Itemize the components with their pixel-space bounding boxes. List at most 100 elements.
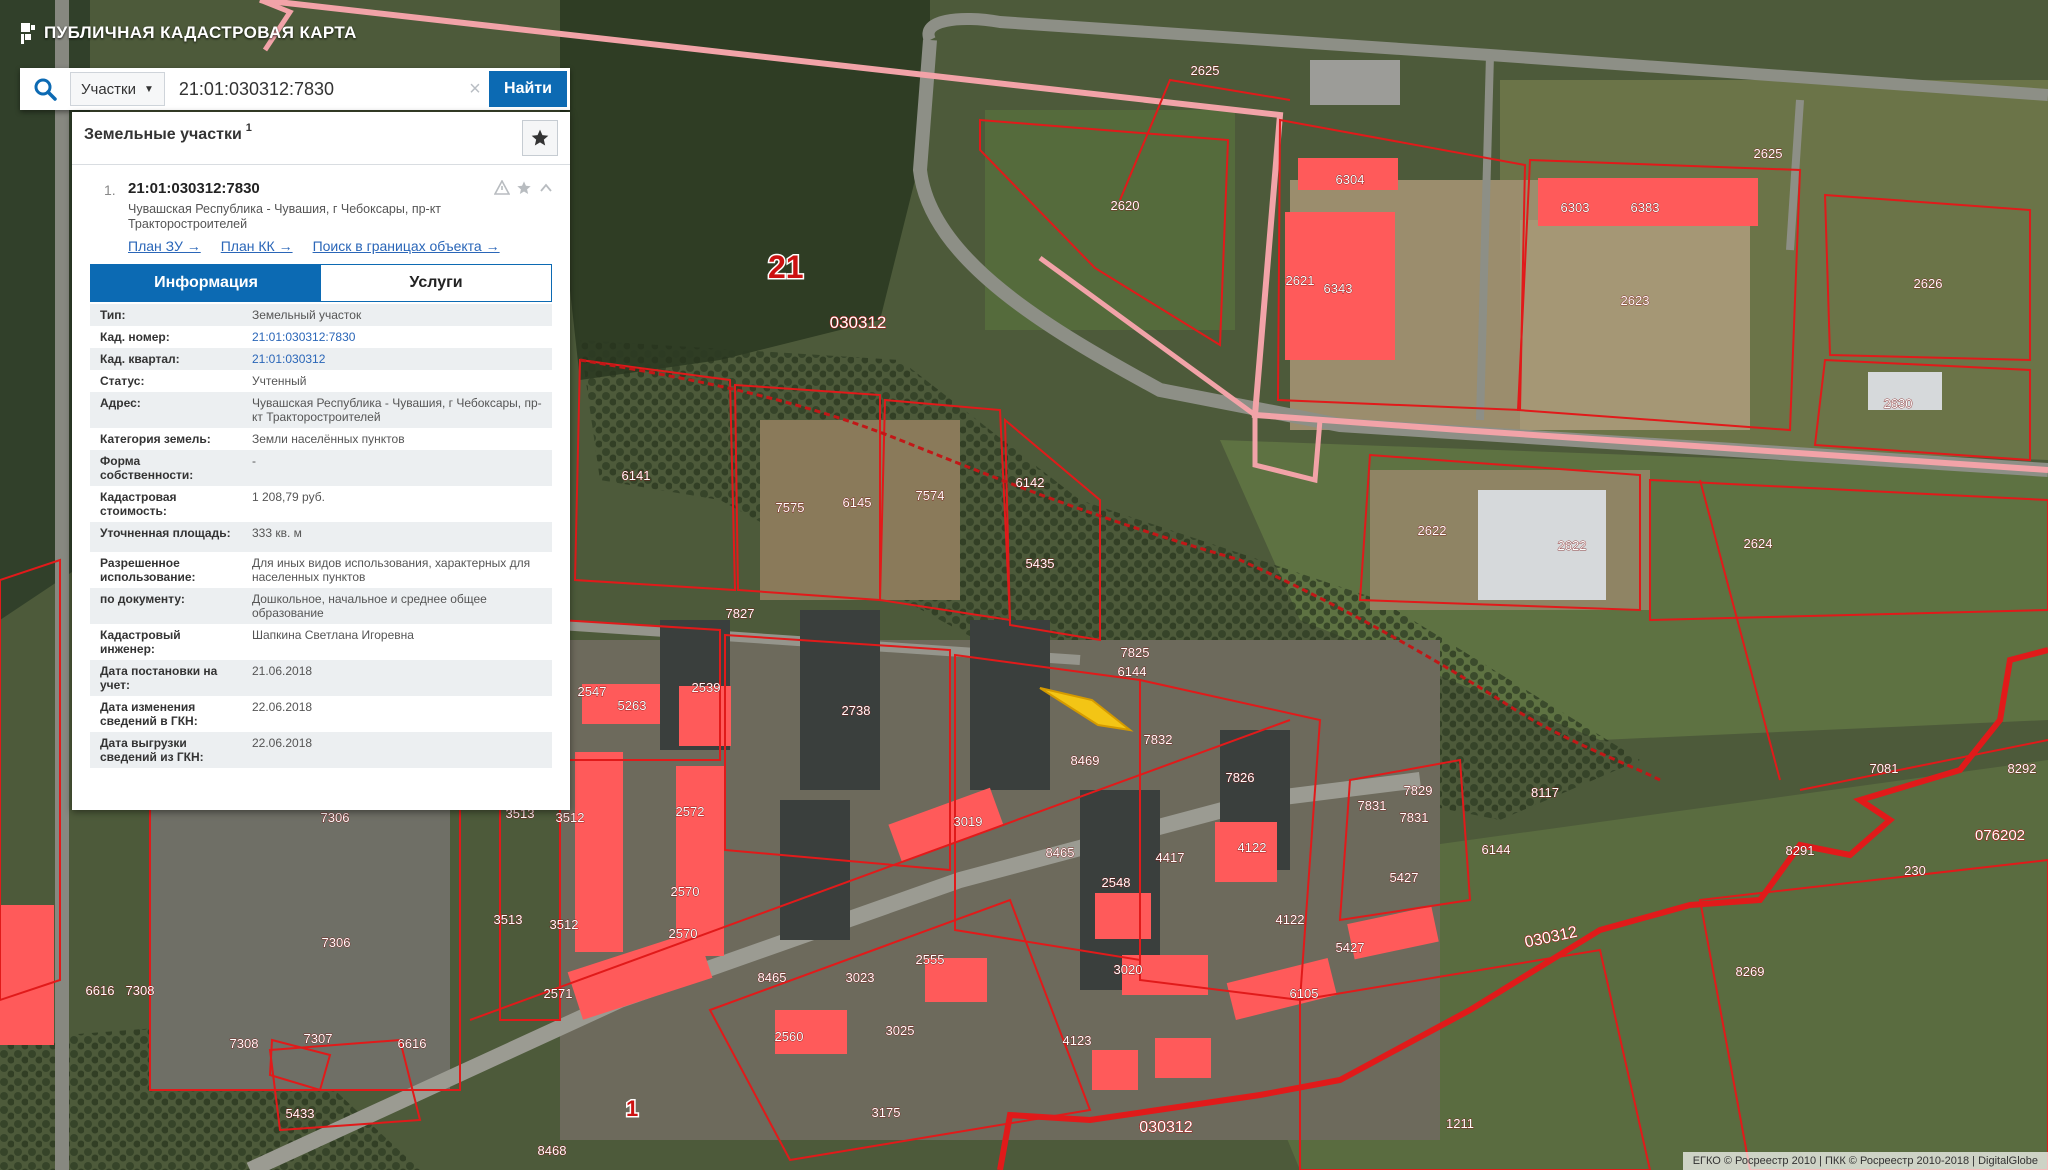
parcel-label[interactable]: 7825: [1120, 645, 1150, 661]
parcel-label[interactable]: 6616: [397, 1036, 427, 1052]
parcel-label[interactable]: 2625: [1753, 146, 1783, 162]
parcel-label[interactable]: 3019: [953, 814, 983, 830]
parcel-label[interactable]: 5435: [1025, 556, 1055, 572]
info-value: 22.06.2018: [242, 732, 552, 768]
parcel-label[interactable]: 2571: [543, 986, 573, 1002]
favorites-button[interactable]: [522, 120, 558, 156]
chevron-up-icon[interactable]: [538, 180, 554, 196]
parcel-label[interactable]: 3512: [549, 917, 579, 933]
parcel-label[interactable]: 7832: [1143, 732, 1173, 748]
parcel-label[interactable]: 6303: [1560, 200, 1590, 216]
parcel-label[interactable]: 5427: [1335, 940, 1365, 956]
parcel-label[interactable]: 7308: [125, 983, 155, 999]
ravine-boundary: [997, 647, 2048, 1170]
parcel-label[interactable]: 6141: [621, 468, 651, 484]
parcel-label[interactable]: 8469: [1070, 753, 1100, 769]
parcel-label[interactable]: 6343: [1323, 281, 1353, 297]
parcel-label[interactable]: 8468: [537, 1143, 567, 1159]
parcel-label[interactable]: 7306: [321, 935, 351, 951]
parcel-label[interactable]: 2539: [691, 680, 721, 696]
parcel-label[interactable]: 8465: [1045, 845, 1075, 861]
parcel-label[interactable]: 4122: [1237, 840, 1267, 856]
find-button[interactable]: Найти: [489, 71, 567, 107]
info-row-status: Статус: Учтенный: [90, 370, 552, 392]
parcel-label[interactable]: 6144: [1481, 842, 1511, 858]
parcel-label[interactable]: 6105: [1289, 986, 1319, 1002]
warning-icon[interactable]: [494, 180, 510, 196]
tab-services[interactable]: Услуги: [321, 265, 551, 301]
parcel-label[interactable]: 1211: [1446, 1116, 1475, 1132]
parcel-label[interactable]: 2630: [1883, 396, 1913, 412]
tab-information[interactable]: Информация: [91, 265, 321, 301]
parcel-label[interactable]: 7829: [1403, 783, 1433, 799]
parcel-label[interactable]: 6304: [1335, 172, 1365, 188]
link-plan-zu[interactable]: План ЗУ →: [128, 238, 201, 254]
parcel-label[interactable]: 8291: [1785, 843, 1815, 859]
parcel-label[interactable]: 2622: [1417, 523, 1447, 539]
parcel-label[interactable]: 2621: [1285, 273, 1315, 289]
parcel-label[interactable]: 2572: [675, 804, 705, 820]
forest-north: [560, 0, 930, 380]
link-search-within[interactable]: Поиск в границах объекта →: [312, 238, 500, 254]
search-type-select[interactable]: Участки ▼: [70, 72, 165, 106]
parcel-label[interactable]: 2626: [1913, 276, 1943, 292]
parcel-label[interactable]: 7831: [1399, 810, 1429, 826]
parcel-label[interactable]: 6383: [1630, 200, 1660, 216]
parcel-label[interactable]: 2555: [915, 952, 945, 968]
parcel-label[interactable]: 2738: [841, 703, 871, 719]
parcel-label[interactable]: 4123: [1062, 1033, 1092, 1049]
parcel-label[interactable]: 4122: [1275, 912, 1305, 928]
parcel-label[interactable]: 2570: [668, 926, 698, 942]
district-label: 21: [768, 249, 804, 285]
search-bar: Участки ▼ × Найти: [20, 68, 570, 110]
parcel-label[interactable]: 4417: [1155, 850, 1185, 866]
parcel-label[interactable]: 2547: [577, 684, 607, 700]
parcel-label[interactable]: 8269: [1735, 964, 1765, 980]
parcel-label[interactable]: 5263: [617, 698, 647, 714]
parcel-label[interactable]: 7574: [915, 488, 945, 504]
parcel-label[interactable]: 3020: [1113, 962, 1143, 978]
parcel-label[interactable]: 6616: [85, 983, 115, 999]
parcel-label[interactable]: 7826: [1225, 770, 1255, 786]
parcel-label[interactable]: 3025: [885, 1023, 915, 1039]
parcel-label[interactable]: 3513: [493, 912, 523, 928]
parcel-label[interactable]: 3512: [555, 810, 585, 826]
warehouse-white: [1478, 490, 1606, 600]
search-input[interactable]: [170, 72, 461, 106]
star-outline-icon[interactable]: [516, 180, 532, 196]
link-plan-kk[interactable]: План КК →: [220, 238, 293, 254]
parcel-label[interactable]: 2620: [1110, 198, 1140, 214]
parcel-label[interactable]: 230: [1904, 863, 1927, 879]
parcel-label[interactable]: 6145: [842, 495, 872, 511]
parcel-label[interactable]: 7308: [229, 1036, 259, 1052]
parcel-label[interactable]: 8117: [1531, 785, 1560, 801]
parcel-label[interactable]: 8292: [2007, 761, 2037, 777]
parcel-label[interactable]: 8465: [757, 970, 787, 986]
parcel-label[interactable]: 7831: [1357, 798, 1387, 814]
info-value-link[interactable]: 21:01:030312: [242, 348, 552, 370]
parcel-label[interactable]: 2560: [774, 1029, 804, 1045]
search-icon[interactable]: [20, 68, 70, 110]
parcel-label[interactable]: 7307: [303, 1031, 333, 1047]
parcel-label[interactable]: 2548: [1101, 875, 1131, 891]
parcel-label[interactable]: 5427: [1389, 870, 1419, 886]
parcel-label[interactable]: 3175: [871, 1105, 901, 1121]
parcel-label[interactable]: 2623: [1620, 293, 1650, 309]
parcel-label[interactable]: 2570: [670, 884, 700, 900]
parcel-label[interactable]: 6142: [1015, 475, 1045, 491]
parcel-label[interactable]: 2625: [1190, 63, 1220, 79]
clear-icon[interactable]: ×: [469, 77, 481, 100]
parcel-label[interactable]: 2622: [1557, 538, 1587, 554]
parcel-label[interactable]: 5433: [285, 1106, 315, 1122]
result-cad-number[interactable]: 21:01:030312:7830: [128, 180, 260, 197]
parcel-label[interactable]: 7081: [1869, 761, 1899, 777]
info-value-link[interactable]: 21:01:030312:7830: [242, 326, 552, 348]
parcel-label[interactable]: 7575: [775, 500, 805, 516]
parcel-label[interactable]: 7306: [320, 810, 350, 826]
parcel-label[interactable]: 2624: [1743, 536, 1773, 552]
parcel-label[interactable]: 6144: [1117, 664, 1147, 680]
parcel-label[interactable]: 3023: [845, 970, 875, 986]
selected-parcel[interactable]: [1039, 687, 1134, 732]
parcel-label[interactable]: 7827: [725, 606, 755, 622]
